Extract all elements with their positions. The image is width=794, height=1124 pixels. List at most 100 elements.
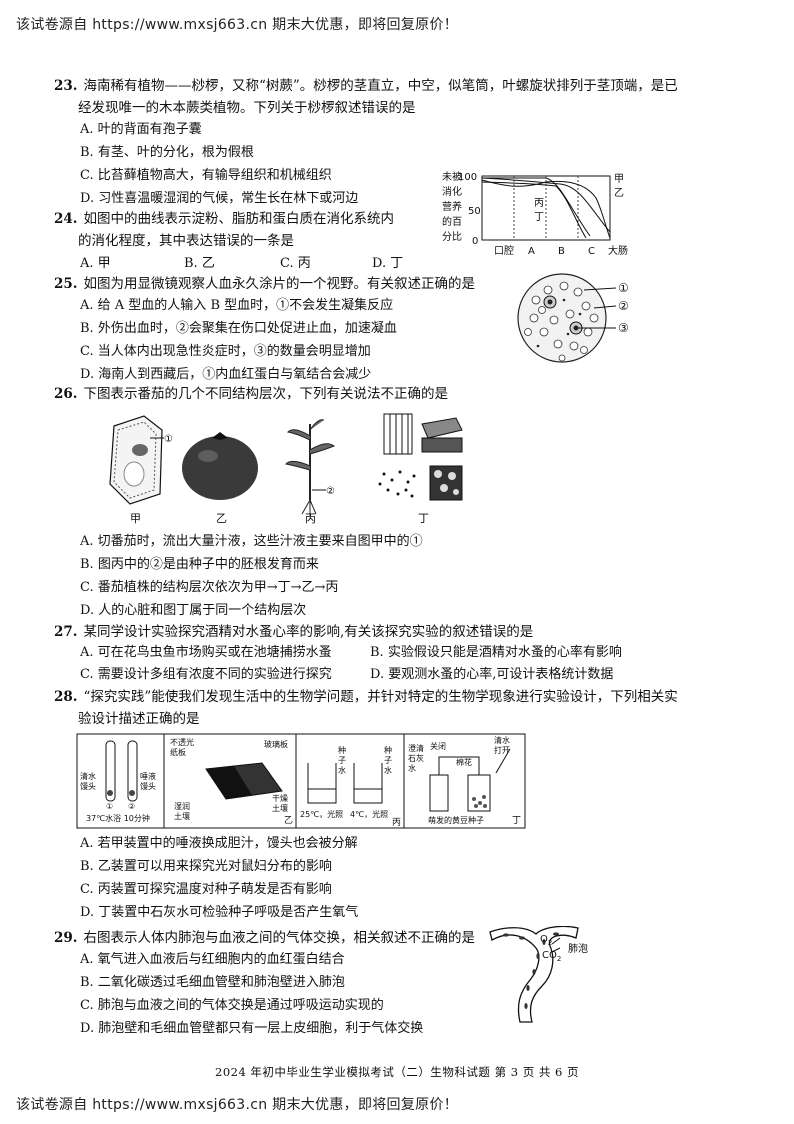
y-tick: 100 [458, 172, 477, 183]
plant-leaves [284, 419, 336, 471]
option-d: D. 习性喜温暖湿润的气候，常生长在林下或河边 [80, 191, 359, 206]
bing-label: 子 [338, 756, 346, 765]
question-number: 26. [54, 386, 78, 402]
ding-label: 石灰 [408, 753, 424, 763]
option-a: A. 氧气进入血液后与红细胞内的血红蛋白结合 [80, 952, 345, 967]
mark-2: ② [326, 486, 335, 497]
option-a: A. 若甲装置中的唾液换成胆汁，馒头也会被分解 [80, 836, 358, 851]
yi-label: 土壤 [272, 803, 288, 813]
question-stem-continued: 的消化程度，其中表达错误的一条是 [78, 233, 294, 249]
bing-label: 丙 [392, 817, 401, 828]
ding-label: 澄清 [408, 743, 424, 753]
question-stem: 某同学设计实验探究酒精对水蚤心率的影响,有关该探究实验的叙述错误的是 [83, 624, 534, 640]
ding-label: 关闭 [430, 741, 446, 751]
question-27: 27. 某同学设计实验探究酒精对水蚤心率的影响,有关该探究实验的叙述错误的是 [54, 621, 714, 643]
option-b: B. 实验假设只能是酒精对水蚤的心率有影响 [370, 645, 622, 660]
tomato-levels-figure: ① ② 甲 乙 丙 丁 [109, 413, 463, 525]
jia-label: 馒头 [80, 781, 96, 791]
label-jia: 甲 [130, 512, 141, 525]
option-b: B. 外伤出血时，②会聚集在伤口处促进止血，加速凝血 [80, 321, 397, 336]
question-26: 26. 下图表示番茄的几个不同结构层次，下列有关说法不正确的是 [54, 383, 714, 405]
y-tick: 0 [472, 236, 478, 247]
ding-label: 打开 [494, 745, 510, 755]
tomato-fruit [182, 436, 258, 500]
ding-label: 丁 [512, 816, 521, 826]
question-stem-continued: 经发现唯一的木本蕨类植物。下列关于桫椤叙述错误的是 [78, 100, 416, 116]
tissue-samples [378, 413, 463, 501]
option-d: D. 人的心脏和图丁属于同一个结构层次 [80, 603, 307, 618]
yi-label: 土壤 [174, 811, 190, 821]
yi-label: 不透光 [170, 737, 194, 747]
microscope-field [517, 273, 607, 363]
curve-jia [481, 177, 611, 233]
figure-frame [76, 733, 526, 829]
question-stem: 下图表示番茄的几个不同结构层次，下列有关说法不正确的是 [83, 386, 449, 402]
beaker-2 [353, 763, 383, 804]
label-ding: 丁 [418, 512, 429, 525]
option-a: A. 叶的背面有孢子囊 [80, 122, 202, 137]
y-label-line: 营养 [442, 200, 462, 213]
bing-label: 水 [338, 765, 346, 775]
label-bing: 丙 [305, 512, 316, 525]
ding-label: 萌发的黄豆种子 [428, 815, 484, 825]
red-blood-cells [524, 281, 599, 362]
option-b: B. 乙 [184, 256, 215, 271]
alveolus-gas-exchange-figure: O2 CO2 肺泡 [489, 926, 588, 1023]
bing-label: 种 [384, 745, 392, 755]
option-c: C. 需要设计多组有浓度不同的实验进行探究 [80, 667, 332, 682]
option-d: D. 要观测水蚤的心率,可设计表格统计数据 [370, 667, 614, 682]
option-b: B. 图丙中的②是由种子中的胚根发育而来 [80, 557, 319, 572]
option-c: C. 比苔藓植物高大，有输导组织和机械组织 [80, 168, 332, 183]
watermark-banner-top: 该试卷源自 https://www.mxsj663.cn 期末大优惠，即将回复原… [16, 17, 459, 33]
jia-label: 唾液 [140, 771, 156, 781]
question-number: 29. [54, 930, 78, 946]
question-number: 27. [54, 624, 78, 640]
bing-label: 种 [338, 745, 346, 755]
option-c: C. 丙装置可探究温度对种子萌发是否有影响 [80, 882, 332, 897]
question-stem: 如图为用显微镜观察人血永久涂片的一个视野。有关叙述正确的是 [83, 276, 476, 292]
option-a: A. 给 A 型血的人输入 B 型血时，①不会发生凝集反应 [80, 298, 394, 313]
mark-1: ① [164, 434, 173, 445]
x-tick: B [558, 246, 565, 257]
curve-label-jia: 甲 [614, 174, 624, 185]
option-b: B. 乙装置可以用来探究光对鼠妇分布的影响 [80, 859, 332, 874]
yi-label: 纸板 [170, 747, 186, 757]
digestion-curve-figure: 未被 消化 营养 的百 分比 100 50 0 甲 乙 丙 丁 口腔 A B C… [442, 170, 628, 257]
question-25: 25.如图为用显微镜观察人血永久涂片的一个视野。有关叙述正确的是 [54, 273, 714, 295]
platelets [536, 298, 582, 348]
jia-label: 37℃水浴 10分钟 [86, 813, 150, 823]
question-stem: 如图中的曲线表示淀粉、脂肪和蛋白质在消化系统内 [83, 211, 395, 227]
leader-line [583, 287, 617, 291]
plant-cell [109, 415, 163, 505]
question-number: 28. [54, 689, 78, 705]
question-23: 23. 海南稀有植物——桫椤，又称“树蕨”。桫椤的茎直立，中空，似笔筒，叶螺旋状排… [54, 75, 714, 119]
jia-label: ① [106, 802, 113, 811]
o2-label: O2 [540, 934, 552, 947]
question-29: 29. 右图表示人体内肺泡与血液之间的气体交换，相关叙述不正确的是 [54, 927, 714, 949]
experiment-setups-figure: 清水 馒头 唾液 馒头 ① ② 37℃水浴 10分钟 不透光 纸板 玻璃板 干燥… [76, 733, 526, 829]
option-d: D. 丁装置中石灰水可检验种子呼吸是否产生氧气 [80, 905, 359, 920]
test-tube-1 [105, 740, 116, 802]
curve-yi [481, 179, 611, 239]
red-blood-cells [503, 932, 559, 1009]
blood-smear-figure: ① ② ③ [517, 273, 629, 363]
curve-label-bing: 丙 [534, 198, 544, 209]
option-c: C. 丙 [280, 256, 311, 271]
bing-label: 25℃，光照 [300, 809, 343, 819]
question-28: 28.“探究实践”能使我们发现生活中的生物学问题，并针对特定的生物学现象进行实验… [54, 686, 724, 730]
vacuole [123, 461, 145, 487]
question-stem: 海南稀有植物——桫椤，又称“树蕨”。桫椤的茎直立，中空，似笔筒，叶螺旋状排列于茎… [83, 78, 678, 94]
question-number: 23. [54, 78, 78, 94]
page-footer: 2024 年初中毕业生学业模拟考试（二）生物科试题 第 3 页 共 6 页 [215, 1065, 579, 1079]
yi-label: 干燥 [272, 794, 288, 803]
question-number: 24. [54, 211, 78, 227]
bing-label: 4℃，光照 [350, 809, 388, 819]
curve-ding [481, 181, 587, 239]
question-stem: 右图表示人体内肺泡与血液之间的气体交换，相关叙述不正确的是 [83, 930, 476, 946]
x-tick: C [588, 246, 595, 257]
option-c: C. 当人体内出现急性炎症时，③的数量会明显增加 [80, 344, 371, 359]
yi-label: 湿润 [174, 801, 190, 811]
curve-bing [482, 177, 591, 237]
jia-label: 馒头 [140, 781, 156, 791]
y-tick: 50 [468, 206, 481, 217]
